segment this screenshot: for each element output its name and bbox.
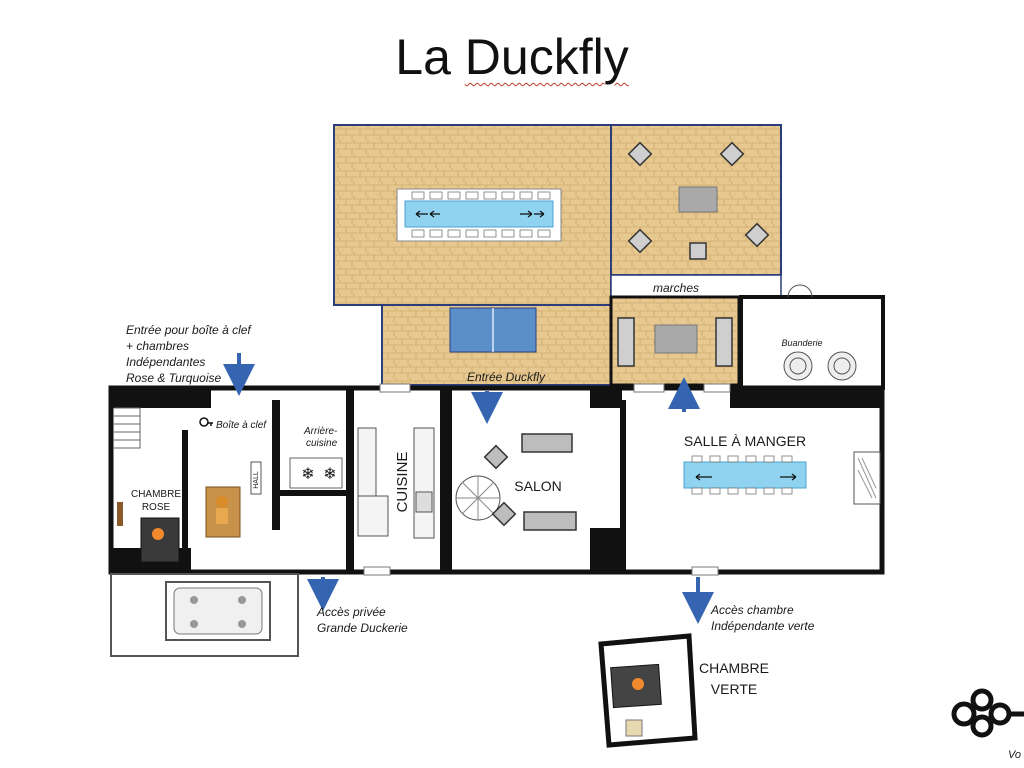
stairs-left [114, 407, 141, 449]
label-boite-a-clef: Boîte à clef [216, 420, 267, 431]
chambre-verte-room [598, 633, 698, 748]
label-acces-privee-2: Grande Duckerie [317, 621, 408, 635]
arrows [223, 353, 714, 624]
salle-a-manger-table [683, 451, 881, 505]
label-arriere-2: cuisine [306, 438, 338, 449]
label-chambre-verte-1: CHAMBRE [699, 660, 769, 676]
title-underlined: Duckfly [464, 29, 629, 85]
label-salle-a-manger: SALLE À MANGER [684, 433, 806, 449]
label-acces-chambre-2: Indépendante verte [711, 619, 815, 633]
label-logo-text: Vo [1008, 749, 1021, 761]
label-hall: HALL [253, 471, 260, 489]
sauna [205, 486, 241, 538]
label-entree-boite-1: Entrée pour boîte à clef [126, 323, 252, 337]
svg-text:❄: ❄ [323, 466, 336, 483]
chambre-rose-bed [117, 502, 180, 563]
page-title: La Duckfly [0, 28, 1024, 86]
label-salon: SALON [514, 478, 561, 494]
lounge-chairs [627, 141, 770, 260]
label-cuisine: CUISINE [394, 452, 411, 513]
key-icon [199, 417, 213, 427]
upper-terrace-left [333, 124, 612, 306]
buanderie-room [739, 284, 885, 390]
spa-terrace [110, 573, 299, 657]
label-arriere-1: Arrière- [303, 426, 338, 437]
label-marches: marches [653, 281, 699, 295]
arriere-cuisine-appliances: ❄ ❄ [289, 457, 343, 489]
kitchen-counters [357, 427, 435, 539]
label-chambre-rose-1: CHAMBRE [131, 489, 181, 500]
lounge-terrace [609, 295, 741, 387]
label-acces-chambre-1: Accès chambre [710, 603, 794, 617]
label-chambre-rose-2: ROSE [142, 502, 171, 513]
upper-terrace-right [610, 124, 782, 276]
salon-furniture [455, 433, 577, 531]
hall-box [250, 461, 262, 495]
label-entree-duckfly: Entrée Duckfly [467, 370, 546, 384]
label-chambre-verte-2: VERTE [711, 681, 757, 697]
logo-icon [951, 688, 1024, 738]
label-buanderie: Buanderie [781, 338, 822, 348]
label-entree-boite-2: + chambres [126, 339, 189, 353]
coffee-table [678, 186, 718, 213]
title-prefix: La [395, 29, 465, 85]
label-entree-boite-3: Indépendantes [126, 355, 205, 369]
terrace-dining-table [396, 188, 562, 242]
label-entree-boite-4: Rose & Turquoise [126, 371, 221, 385]
svg-text:❄: ❄ [301, 466, 314, 483]
label-acces-privee-1: Accès privée [316, 605, 386, 619]
